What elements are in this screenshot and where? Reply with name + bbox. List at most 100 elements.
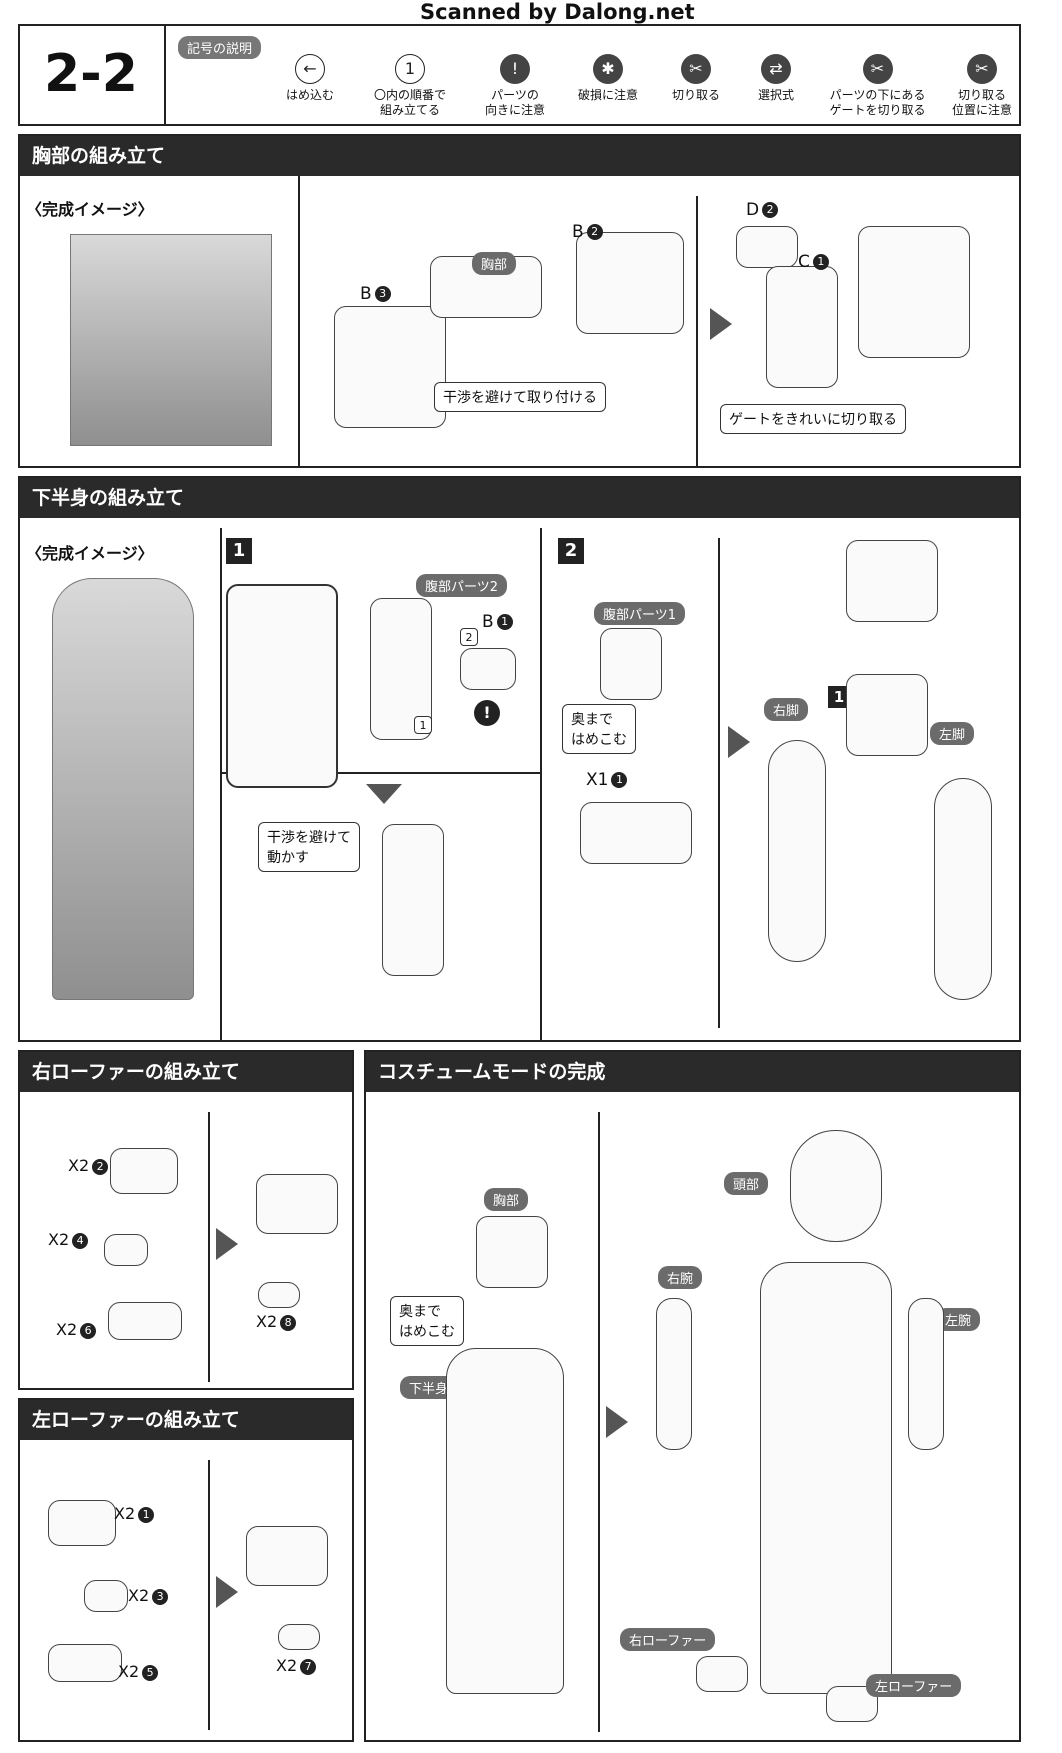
next-arrow-icon [606, 1406, 628, 1438]
next-arrow-icon [216, 1576, 238, 1608]
costume-chest-tag: 胸部 [484, 1188, 529, 1211]
loafer-heel-part [104, 1234, 148, 1266]
legend-item-cut: ✂切り取る [656, 54, 736, 103]
costume-chest-part [476, 1216, 548, 1288]
cut-icon: ✂ [681, 54, 711, 84]
costume-head-tag: 頭部 [724, 1172, 769, 1195]
down-arrow-icon [366, 784, 402, 804]
abdomen-part-1-tag: 腹部パーツ1 [594, 602, 686, 625]
next-arrow-icon [728, 726, 750, 758]
legend-item-orientation: !パーツの 向きに注意 [470, 54, 560, 118]
costume-body-figure [760, 1262, 892, 1694]
hexagon-1-icon: 1 [395, 54, 425, 84]
step-1-badge: 1 [226, 538, 252, 564]
exclamation-icon: ! [500, 54, 530, 84]
left-leg-tag: 左脚 [930, 722, 975, 745]
chest-jacket-part [858, 226, 970, 358]
hip-assembly [846, 674, 928, 756]
loafer-heel-part [84, 1580, 128, 1612]
lower-body-title: 下半身の組み立て [20, 478, 1019, 518]
legend-item-breakage: ✱破損に注意 [568, 54, 648, 103]
gate-cut-icon: ✂ [862, 54, 893, 84]
step1-b1-part [460, 648, 516, 690]
loafer-upper-part [110, 1148, 178, 1194]
skirt-assembled [846, 540, 938, 622]
left-loafer-result [246, 1526, 328, 1586]
loafer-sole-part [108, 1302, 182, 1340]
costume-right-arm [656, 1298, 692, 1450]
chest-note-gate: ゲートをきれいに切り取る [720, 404, 906, 434]
chest-note-interference: 干渉を避けて取り付ける [434, 382, 606, 412]
chest-part-c1 [766, 266, 838, 388]
lower-image-label: 〈完成イメージ〉 [26, 544, 154, 563]
scan-watermark: Scanned by Dalong.net [420, 0, 695, 24]
step1-reference-box [226, 584, 338, 788]
page-number: 2-2 [44, 44, 138, 104]
order-marker-1: 1 [414, 714, 432, 734]
step-2-badge: 2 [558, 538, 584, 564]
costume-lower-tag: 下半身 [400, 1376, 458, 1399]
chest-title: 胸部の組み立て [20, 136, 1019, 176]
move-note: 干渉を避けて 動かす [258, 822, 360, 872]
right-leg-tag: 右脚 [764, 698, 809, 721]
costume-left-arm-tag: 左腕 [936, 1308, 981, 1331]
abdomen-part-2-tag: 腹部パーツ2 [416, 574, 508, 597]
chest-part-b2 [576, 232, 684, 334]
order-marker-2: 2 [460, 626, 478, 646]
push-in-note: 奥まで はめこむ [562, 704, 636, 754]
chest-image-label: 〈完成イメージ〉 [26, 200, 154, 219]
next-arrow-icon [216, 1228, 238, 1260]
loafer-stand-part [278, 1624, 320, 1650]
breakage-icon: ✱ [593, 54, 623, 84]
legend-item-insert: ←はめ込む [270, 54, 350, 103]
costume-head-part [790, 1130, 882, 1242]
costume-right-loafer-tag: 右ローファー [620, 1628, 716, 1651]
costume-lower-body [446, 1348, 564, 1694]
loafer-upper-part [48, 1500, 116, 1546]
costume-push-note: 奥まで はめこむ [390, 1296, 464, 1346]
cut-position-icon: ✂ [967, 54, 997, 84]
arrow-left-icon: ← [295, 54, 325, 84]
step1-result-joint [382, 824, 444, 976]
legend-item-gate: ✂パーツの下にある ゲートを切り取る [820, 54, 935, 118]
loafer-sole-part [48, 1644, 122, 1682]
abdomen-part-1 [600, 628, 662, 700]
next-arrow-icon [710, 308, 732, 340]
right-loafer-title: 右ローファーの組み立て [20, 1052, 352, 1092]
chest-part-tag: 胸部 [472, 252, 517, 275]
costume-right-loafer [696, 1656, 748, 1692]
legend-item-cut-position: ✂切り取る 位置に注意 [942, 54, 1022, 118]
costume-section: コスチュームモードの完成 胸部 奥まで はめこむ 下半身 頭部 右腕 左腕 右ロ… [364, 1050, 1021, 1742]
double-arrow-icon: ⇄ [761, 54, 791, 84]
legend-title: 記号の説明 [178, 36, 262, 59]
chest-image-photo [70, 234, 272, 446]
left-leg-part [934, 778, 992, 1000]
exclamation-icon: ! [474, 700, 500, 726]
costume-left-loafer-tag: 左ローファー [866, 1674, 962, 1697]
costume-left-arm [908, 1298, 944, 1450]
left-loafer-title: 左ローファーの組み立て [20, 1400, 352, 1440]
chest-part-b3 [334, 306, 446, 428]
costume-title: コスチュームモードの完成 [366, 1052, 1019, 1092]
legend-item-select: ⇄選択式 [736, 54, 816, 103]
sub-step-1-badge: 1 [828, 686, 850, 708]
loafer-stand-part [258, 1282, 300, 1308]
lower-image-photo [52, 578, 194, 1000]
